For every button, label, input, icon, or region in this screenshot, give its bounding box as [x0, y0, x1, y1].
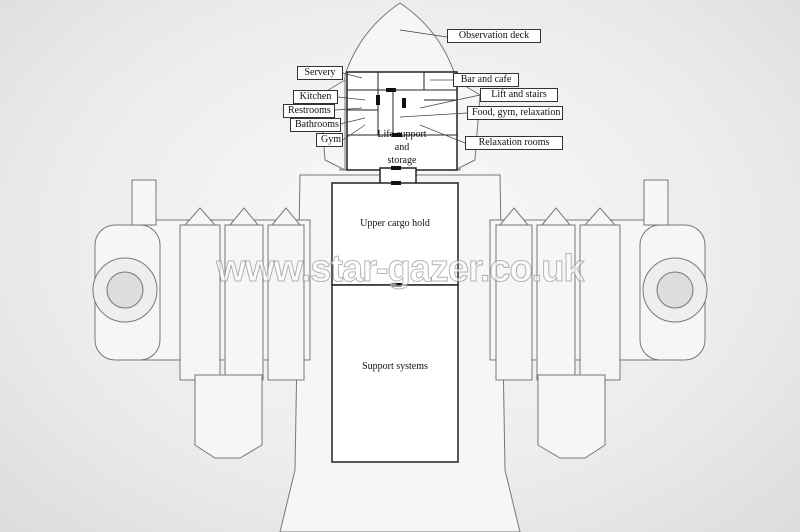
room-life-support-line3: storage	[387, 155, 417, 166]
support-systems-bay	[331, 284, 459, 463]
room-support-systems: Support systems	[362, 361, 428, 372]
label-relaxation-rooms: Relaxation rooms	[465, 136, 563, 150]
label-restrooms: Restrooms	[283, 104, 335, 118]
room-life-support-line2: and	[394, 142, 410, 153]
right-wing	[489, 179, 708, 459]
room-life-support-line1: Life support	[377, 129, 427, 140]
label-lift-and-stairs: Lift and stairs	[480, 88, 558, 102]
label-bar-and-cafe: Bar and cafe	[453, 73, 519, 87]
label-observation-deck: Observation deck	[447, 29, 541, 43]
left-wing	[92, 179, 311, 459]
room-upper-cargo-hold: Upper cargo hold	[360, 218, 430, 229]
label-gym: Gym	[316, 133, 343, 147]
label-kitchen: Kitchen	[293, 90, 338, 104]
label-bathrooms: Bathrooms	[290, 118, 341, 132]
watermark: www.star-gazer.co.uk	[216, 248, 585, 291]
label-food-gym-relaxation: Food, gym, relaxation	[467, 106, 563, 120]
label-servery: Servery	[297, 66, 343, 80]
upper-cargo-hold	[331, 182, 459, 286]
upper-deck-module	[346, 71, 458, 171]
